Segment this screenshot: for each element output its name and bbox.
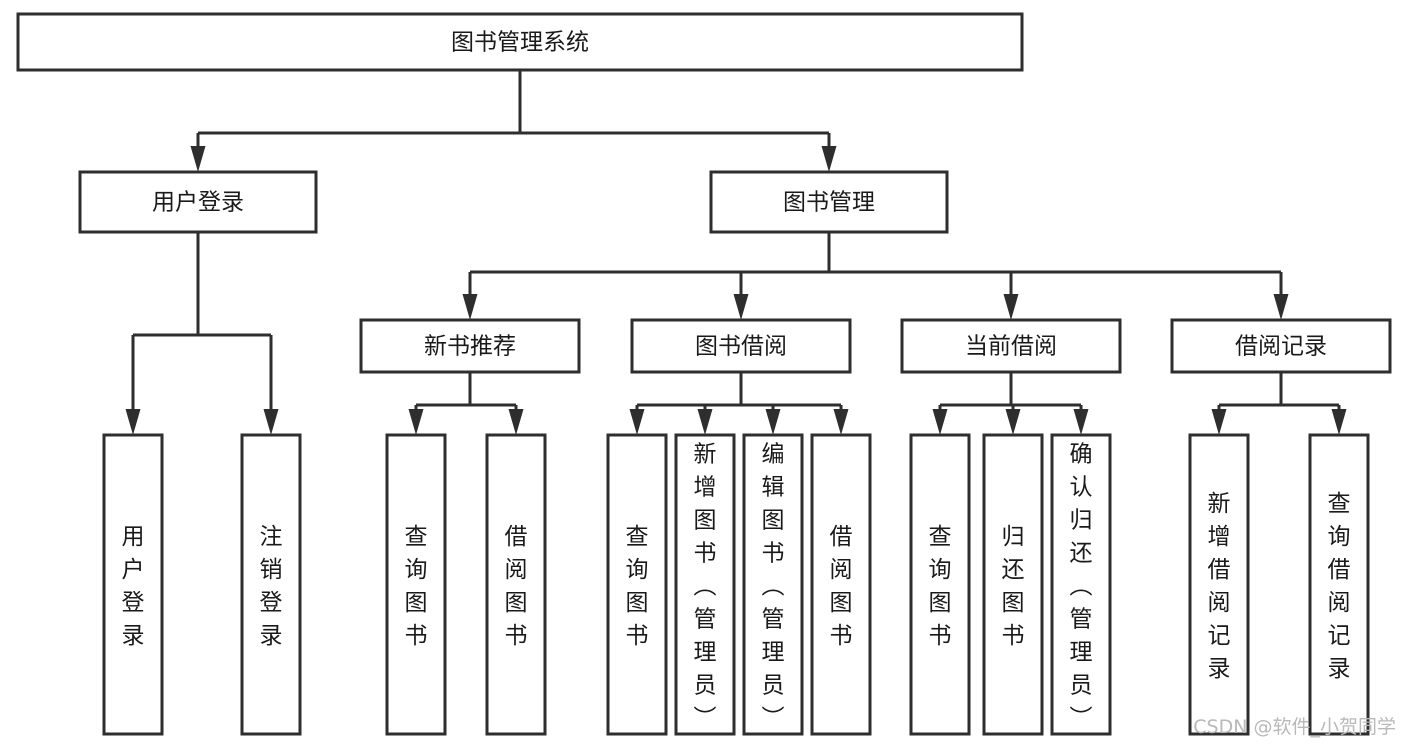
node-box [240, 433, 302, 736]
node-label: 新书推荐 [424, 334, 516, 360]
node-box [102, 433, 164, 736]
node-label: 用户登录 [152, 190, 244, 216]
node-label: 借阅图书 [830, 524, 853, 649]
node-user-login[interactable]: 用户登录 [78, 170, 318, 234]
node-leaf-query-record[interactable]: 查询借阅记录 [1308, 433, 1370, 736]
node-root[interactable]: 图书管理系统 [16, 12, 1024, 72]
node-label: 新增图书︵管理员︶ [694, 442, 717, 732]
node-label: 图书借阅 [695, 334, 787, 360]
node-box [385, 433, 447, 736]
node-leaf-add-record[interactable]: 新增借阅记录 [1188, 433, 1250, 736]
node-box [485, 433, 547, 736]
node-label: 借阅图书 [505, 524, 528, 649]
node-box [1050, 433, 1112, 736]
node-label: 编辑图书︵管理员︶ [762, 442, 785, 732]
node-leaf-edit-book[interactable]: 编辑图书︵管理员︶ [742, 433, 804, 736]
node-leaf-borrow-book-1[interactable]: 借阅图书 [485, 433, 547, 736]
node-label: 当前借阅 [965, 334, 1057, 360]
node-layer: 图书管理系统用户登录图书管理新书推荐图书借阅当前借阅借阅记录用户登录注销登录查询… [16, 12, 1392, 736]
node-box [674, 433, 736, 736]
node-box [630, 318, 852, 374]
node-label: 确认归还︵管理员︶ [1070, 442, 1093, 732]
node-leaf-confirm-return[interactable]: 确认归还︵管理员︶ [1050, 433, 1112, 736]
node-leaf-query-book-3[interactable]: 查询图书 [909, 433, 971, 736]
node-box [1170, 318, 1392, 374]
connector-new-book-rec-to-leaf-query-book-1 [408, 372, 472, 435]
node-box [709, 170, 949, 234]
node-box [1308, 433, 1370, 736]
connector-current-borrow-to-leaf-confirm-return [1009, 372, 1089, 435]
connector-new-book-rec-to-leaf-borrow-book-1 [468, 372, 524, 435]
connector-book-manage-to-book-borrow [733, 232, 831, 320]
connector-book-manage-to-new-book-rec [462, 232, 831, 320]
node-box [900, 318, 1122, 374]
connector-root-to-user-login [190, 70, 522, 172]
connector-current-borrow-to-leaf-query-book-3 [932, 372, 1013, 435]
watermark-label: CSDN @软件_小贺同学 [1193, 716, 1396, 738]
node-label: 查询图书 [626, 524, 649, 649]
node-label: 归还图书 [1002, 524, 1025, 649]
node-box [16, 12, 1024, 72]
connector-user-login-to-leaf-user-login [125, 232, 200, 435]
node-leaf-query-book-1[interactable]: 查询图书 [385, 433, 447, 736]
node-box [1188, 433, 1250, 736]
node-new-book-rec[interactable]: 新书推荐 [359, 318, 581, 374]
node-label: 借阅记录 [1235, 334, 1327, 360]
node-box [982, 433, 1044, 736]
node-book-manage[interactable]: 图书管理 [709, 170, 949, 234]
connector-borrow-record-to-leaf-add-record [1211, 372, 1283, 435]
node-label: 查询图书 [929, 524, 952, 649]
connector-book-manage-to-current-borrow [827, 232, 1019, 320]
node-current-borrow[interactable]: 当前借阅 [900, 318, 1122, 374]
connector-book-borrow-to-leaf-borrow-book-2 [739, 372, 849, 435]
node-leaf-user-logout[interactable]: 注销登录 [240, 433, 302, 736]
connector-book-manage-to-borrow-record [827, 232, 1289, 320]
node-box [742, 433, 804, 736]
connector-user-login-to-leaf-user-logout [196, 232, 279, 435]
node-label: 图书管理 [783, 190, 875, 216]
node-label: 查询图书 [405, 524, 428, 649]
connector-borrow-record-to-leaf-query-record [1279, 372, 1347, 435]
node-box [78, 170, 318, 234]
node-leaf-user-login[interactable]: 用户登录 [102, 433, 164, 736]
connector-layer [125, 70, 1347, 435]
node-borrow-record[interactable]: 借阅记录 [1170, 318, 1392, 374]
node-leaf-borrow-book-2[interactable]: 借阅图书 [810, 433, 872, 736]
node-leaf-add-book[interactable]: 新增图书︵管理员︶ [674, 433, 736, 736]
node-box [810, 433, 872, 736]
node-label: 新增借阅记录 [1208, 491, 1231, 682]
node-label: 查询借阅记录 [1328, 491, 1351, 682]
node-leaf-return-book[interactable]: 归还图书 [982, 433, 1044, 736]
node-book-borrow[interactable]: 图书借阅 [630, 318, 852, 374]
node-box [359, 318, 581, 374]
node-box [606, 433, 668, 736]
node-label: 图书管理系统 [451, 30, 589, 56]
connector-root-to-book-manage [518, 70, 837, 172]
node-label: 注销登录 [260, 524, 283, 649]
node-box [909, 433, 971, 736]
node-label: 用户登录 [122, 524, 145, 649]
node-leaf-query-book-2[interactable]: 查询图书 [606, 433, 668, 736]
